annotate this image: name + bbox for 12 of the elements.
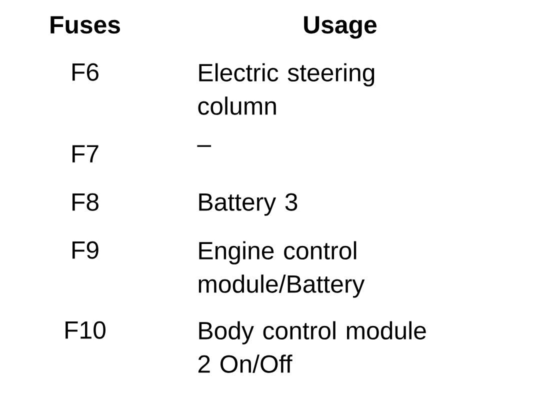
table-cell: F8 <box>72 193 98 211</box>
table-cell: – <box>197 145 212 147</box>
table-cell: Engine control module/Battery <box>198 241 365 298</box>
table-cell: F6 <box>72 63 98 81</box>
table-cell: Battery 3 <box>199 193 298 216</box>
table-cell: Body control module 2 On/Off <box>198 321 426 373</box>
table-cell: Electric steering column <box>198 63 374 115</box>
table-cell: F7 <box>72 145 98 162</box>
column-header: Usage <box>304 16 377 39</box>
table-cell: F10 <box>66 321 106 339</box>
table-cell: F9 <box>72 241 98 259</box>
column-header: Fuses <box>50 16 120 34</box>
